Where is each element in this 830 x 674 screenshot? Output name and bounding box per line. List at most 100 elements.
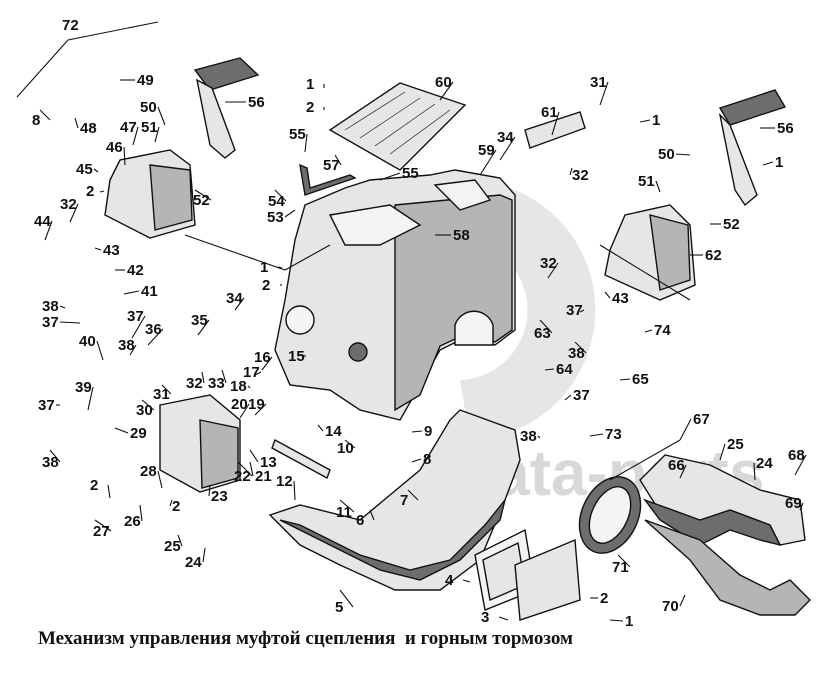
part-number-label[interactable]: 10 (337, 440, 354, 457)
part-number-label[interactable]: 55 (289, 126, 306, 143)
part-number-label[interactable]: 18 (230, 378, 247, 395)
part-number-label[interactable]: 37 (38, 397, 55, 414)
part-number-label[interactable]: 38 (568, 345, 585, 362)
clutch-housing-5[interactable] (268, 409, 521, 591)
part-number-label[interactable]: 41 (141, 283, 158, 300)
part-number-label[interactable]: 60 (435, 74, 452, 91)
part-number-label[interactable]: 74 (654, 322, 671, 339)
rod-13[interactable] (271, 438, 331, 480)
part-number-label[interactable]: 5 (335, 599, 343, 616)
bracket-46[interactable] (104, 149, 196, 239)
part-number-label[interactable]: 48 (80, 120, 97, 137)
part-number-label[interactable]: 32 (186, 375, 203, 392)
valve-body-23[interactable] (159, 394, 241, 493)
cover-60[interactable] (328, 82, 467, 171)
part-number-label[interactable]: 35 (191, 312, 208, 329)
part-number-label[interactable]: 26 (124, 513, 141, 530)
part-number-label[interactable]: 66 (668, 457, 685, 474)
part-number-label[interactable]: 54 (268, 193, 285, 210)
part-number-label[interactable]: 39 (75, 379, 92, 396)
part-number-label[interactable]: 11 (336, 504, 352, 521)
part-number-label[interactable]: 51 (638, 173, 655, 190)
part-number-label[interactable]: 2 (90, 477, 98, 494)
part-number-label[interactable]: 51 (141, 119, 158, 136)
part-number-label[interactable]: 16 (254, 349, 271, 366)
part-number-label[interactable]: 34 (226, 290, 243, 307)
part-number-label[interactable]: 24 (756, 455, 773, 472)
part-number-label[interactable]: 21 (255, 468, 272, 485)
part-number-label[interactable]: 72 (62, 17, 79, 34)
part-number-label[interactable]: 34 (497, 129, 514, 146)
part-number-label[interactable]: 38 (520, 428, 537, 445)
cover-3[interactable] (514, 538, 581, 621)
part-number-label[interactable]: 3 (481, 609, 489, 626)
part-number-label[interactable]: 57 (323, 157, 340, 174)
part-number-label[interactable]: 52 (193, 192, 210, 209)
part-number-label[interactable]: 2 (600, 590, 608, 607)
part-number-label[interactable]: 13 (260, 454, 277, 471)
part-number-label[interactable]: 1 (652, 112, 660, 129)
housing-59[interactable] (274, 169, 516, 421)
part-number-label[interactable]: 69 (785, 495, 802, 512)
pedal-56-left[interactable] (193, 57, 260, 159)
part-number-label[interactable]: 52 (723, 216, 740, 233)
part-number-label[interactable]: 9 (424, 423, 432, 440)
part-number-label[interactable]: 47 (120, 119, 137, 136)
part-number-label[interactable]: 43 (612, 290, 629, 307)
part-number-label[interactable]: 50 (658, 146, 675, 163)
shaft-61[interactable] (524, 111, 586, 149)
part-number-label[interactable]: 36 (145, 321, 162, 338)
pan-70[interactable] (644, 519, 811, 616)
part-number-label[interactable]: 29 (130, 425, 147, 442)
part-number-label[interactable]: 63 (534, 325, 551, 342)
part-number-label[interactable]: 4 (445, 572, 454, 589)
part-number-label[interactable]: 37 (566, 302, 583, 319)
pedal-56-right[interactable] (718, 89, 787, 207)
part-number-label[interactable]: 43 (103, 242, 120, 259)
part-number-label[interactable]: 1 (775, 154, 783, 171)
part-number-label[interactable]: 8 (423, 451, 431, 468)
part-number-label[interactable]: 32 (540, 255, 557, 272)
part-number-label[interactable]: 1 (306, 76, 314, 93)
part-number-label[interactable]: 50 (140, 99, 157, 116)
part-number-label[interactable]: 40 (79, 333, 96, 350)
part-number-label[interactable]: 32 (572, 167, 589, 184)
part-number-label[interactable]: 23 (211, 488, 228, 505)
bracket-62[interactable] (604, 204, 696, 301)
part-number-label[interactable]: 58 (453, 227, 470, 244)
seal-71[interactable] (568, 467, 653, 563)
part-number-label[interactable]: 31 (153, 386, 170, 403)
part-number-label[interactable]: 25 (164, 538, 181, 555)
part-number-label[interactable]: 27 (93, 523, 110, 540)
part-number-label[interactable]: 37 (573, 387, 590, 404)
part-number-label[interactable]: 15 (288, 348, 305, 365)
part-number-label[interactable]: 59 (478, 142, 495, 159)
part-number-label[interactable]: 19 (248, 396, 265, 413)
part-number-label[interactable]: 31 (590, 74, 607, 91)
part-number-label[interactable]: 44 (34, 213, 51, 230)
part-number-label[interactable]: 64 (556, 361, 573, 378)
part-number-label[interactable]: 1 (260, 259, 268, 276)
part-number-label[interactable]: 33 (208, 375, 225, 392)
part-number-label[interactable]: 67 (693, 411, 710, 428)
part-number-label[interactable]: 20 (231, 396, 248, 413)
part-number-label[interactable]: 17 (243, 364, 260, 381)
part-number-label[interactable]: 61 (541, 104, 558, 121)
part-number-label[interactable]: 49 (137, 72, 154, 89)
part-number-label[interactable]: 42 (127, 262, 144, 279)
part-number-label[interactable]: 2 (86, 183, 94, 200)
part-number-label[interactable]: 38 (42, 454, 59, 471)
part-number-label[interactable]: 53 (267, 209, 284, 226)
part-number-label[interactable]: 65 (632, 371, 649, 388)
part-number-label[interactable]: 32 (60, 196, 77, 213)
part-number-label[interactable]: 70 (662, 598, 679, 615)
part-number-label[interactable]: 8 (32, 112, 40, 129)
part-number-label[interactable]: 2 (172, 498, 180, 515)
part-number-label[interactable]: 12 (276, 473, 293, 490)
part-number-label[interactable]: 28 (140, 463, 157, 480)
pipe-53[interactable] (299, 163, 357, 196)
part-number-label[interactable]: 56 (777, 120, 794, 137)
part-number-label[interactable]: 45 (76, 161, 93, 178)
part-number-label[interactable]: 25 (727, 436, 744, 453)
part-number-label[interactable]: 62 (705, 247, 722, 264)
